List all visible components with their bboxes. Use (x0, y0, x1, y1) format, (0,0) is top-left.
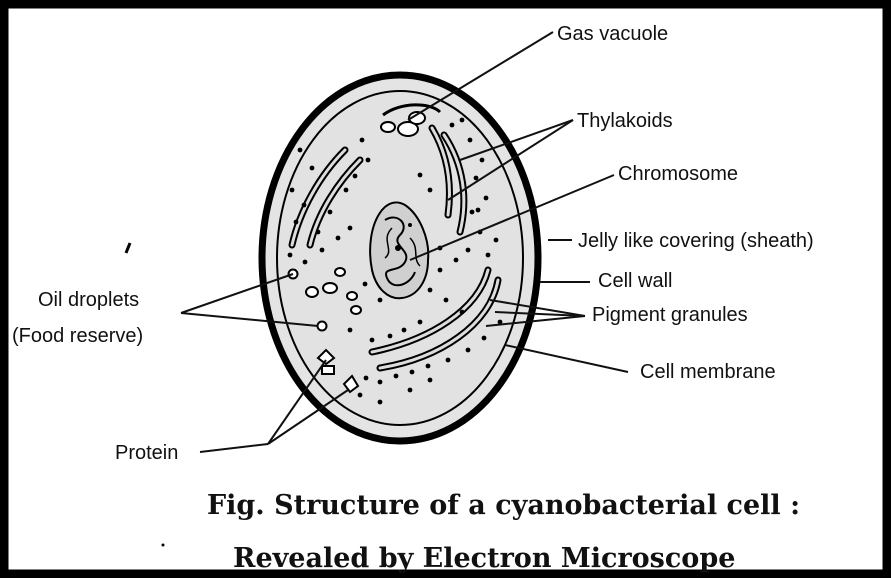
pigment-granule-dot (418, 320, 423, 325)
pigment-granule-dot (418, 173, 423, 178)
pigment-granule-dot (438, 268, 443, 273)
pigment-granule-dot (294, 220, 299, 225)
pigment-granule-dot (402, 328, 407, 333)
label-thylakoids: Thylakoids (577, 110, 673, 132)
pigment-granule-dot (484, 196, 489, 201)
label-sheath: Jelly like covering (sheath) (578, 230, 814, 252)
label-oil-droplets: Oil droplets (38, 289, 139, 311)
pigment-granule-dot (366, 158, 371, 163)
pigment-granule-dot (428, 288, 433, 293)
pigment-granule-dot (320, 248, 325, 253)
label-protein: Protein (115, 442, 178, 464)
pigment-granule-dot (328, 210, 333, 215)
pigment-granule-dot (310, 166, 315, 171)
pigment-granule-dot (378, 380, 383, 385)
pigment-granule-dot (486, 253, 491, 258)
pigment-granule-dot (370, 338, 375, 343)
pigment-granule-dot (348, 226, 353, 231)
pigment-granule-dot (444, 298, 449, 303)
pigment-granule-dot (288, 253, 293, 258)
label-cell-membrane: Cell membrane (640, 361, 776, 383)
pigment-granule-dot (360, 138, 365, 143)
pigment-granule-dot (466, 348, 471, 353)
pigment-granule-dot (476, 208, 481, 213)
pigment-granule-dot (410, 370, 415, 375)
pigment-granule-dot (378, 400, 383, 405)
pigment-granule-dot (446, 358, 451, 363)
label-gas-vacuole: Gas vacuole (557, 23, 668, 45)
pigment-granule-dot (470, 210, 475, 215)
pigment-granule-dot (468, 138, 473, 143)
pigment-granule-dot (344, 188, 349, 193)
label-food-reserve: (Food reserve) (12, 325, 143, 347)
pigment-granule-dot (494, 238, 499, 243)
pigment-granule-dot (480, 158, 485, 163)
label-pigment-granules: Pigment granules (592, 304, 748, 326)
pigment-granule-dot (394, 374, 399, 379)
pigment-granule-dot (348, 328, 353, 333)
caption-line-2: Revealed by Electron Microscope (233, 543, 735, 574)
pigment-granule-dot (316, 230, 321, 235)
pigment-granule-dot (460, 310, 465, 315)
pigment-granule-dot (336, 236, 341, 241)
pigment-granule-dot (466, 248, 471, 253)
label-cell-wall: Cell wall (598, 270, 672, 292)
pigment-granule-dot (378, 298, 383, 303)
stray-mark (126, 243, 130, 253)
pigment-granule-dot (358, 393, 363, 398)
caption-line-1: Fig. Structure of a cyanobacterial cell … (207, 490, 800, 521)
pigment-granule-dot (450, 123, 455, 128)
pigment-granule-dot (454, 258, 459, 263)
pigment-granule-dot (408, 388, 413, 393)
pigment-granule-dot (364, 376, 369, 381)
pigment-granule-dot (298, 148, 303, 153)
pigment-granule-dot (482, 336, 487, 341)
pigment-granule-dot (302, 203, 307, 208)
pigment-granule-dot (353, 174, 358, 179)
pigment-granule-dot (363, 282, 368, 287)
pigment-granule-dot (303, 260, 308, 265)
pigment-granule-dot (388, 334, 393, 339)
pigment-granule-dot (428, 378, 433, 383)
pigment-granule-dot (460, 118, 465, 123)
pigment-granule-dot (290, 188, 295, 193)
pigment-granule-dot (474, 176, 479, 181)
stray-dot (162, 544, 165, 547)
pigment-granule-dot (428, 188, 433, 193)
pigment-granule-dot (426, 364, 431, 369)
label-chromosome: Chromosome (618, 163, 738, 185)
